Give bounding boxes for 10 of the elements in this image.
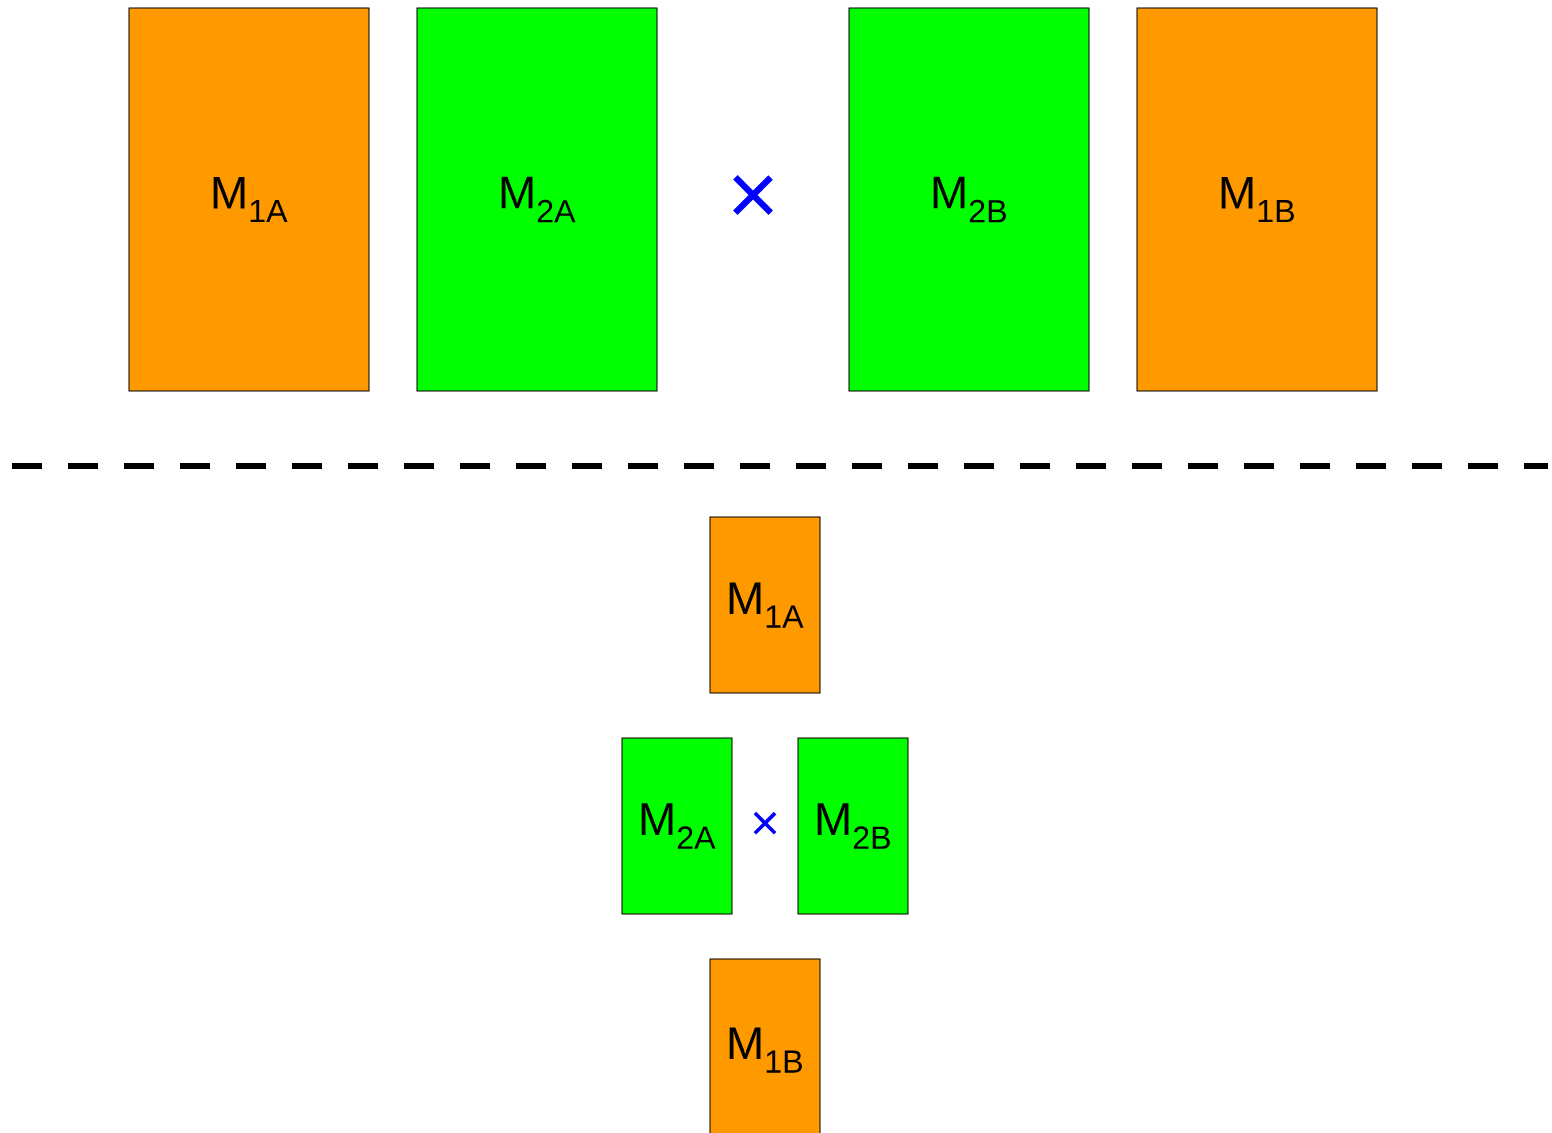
matrix-block: M$_{1B}$ xyxy=(709,958,821,1133)
multiply-sign: × xyxy=(753,811,777,835)
multiply-sign: × xyxy=(733,175,773,216)
matrix-block: M$_{2A}$ xyxy=(621,737,733,915)
matrix-block: M$_{2B}$ xyxy=(848,7,1090,392)
matrix-block: M$_{2A}$ xyxy=(416,7,658,392)
matrix-block: M$_{1A}$ xyxy=(128,7,370,392)
matrix-block: M$_{2B}$ xyxy=(797,737,909,915)
matrix-block: M$_{1A}$ xyxy=(709,516,821,694)
matrix-block: M$_{1B}$ xyxy=(1136,7,1378,392)
